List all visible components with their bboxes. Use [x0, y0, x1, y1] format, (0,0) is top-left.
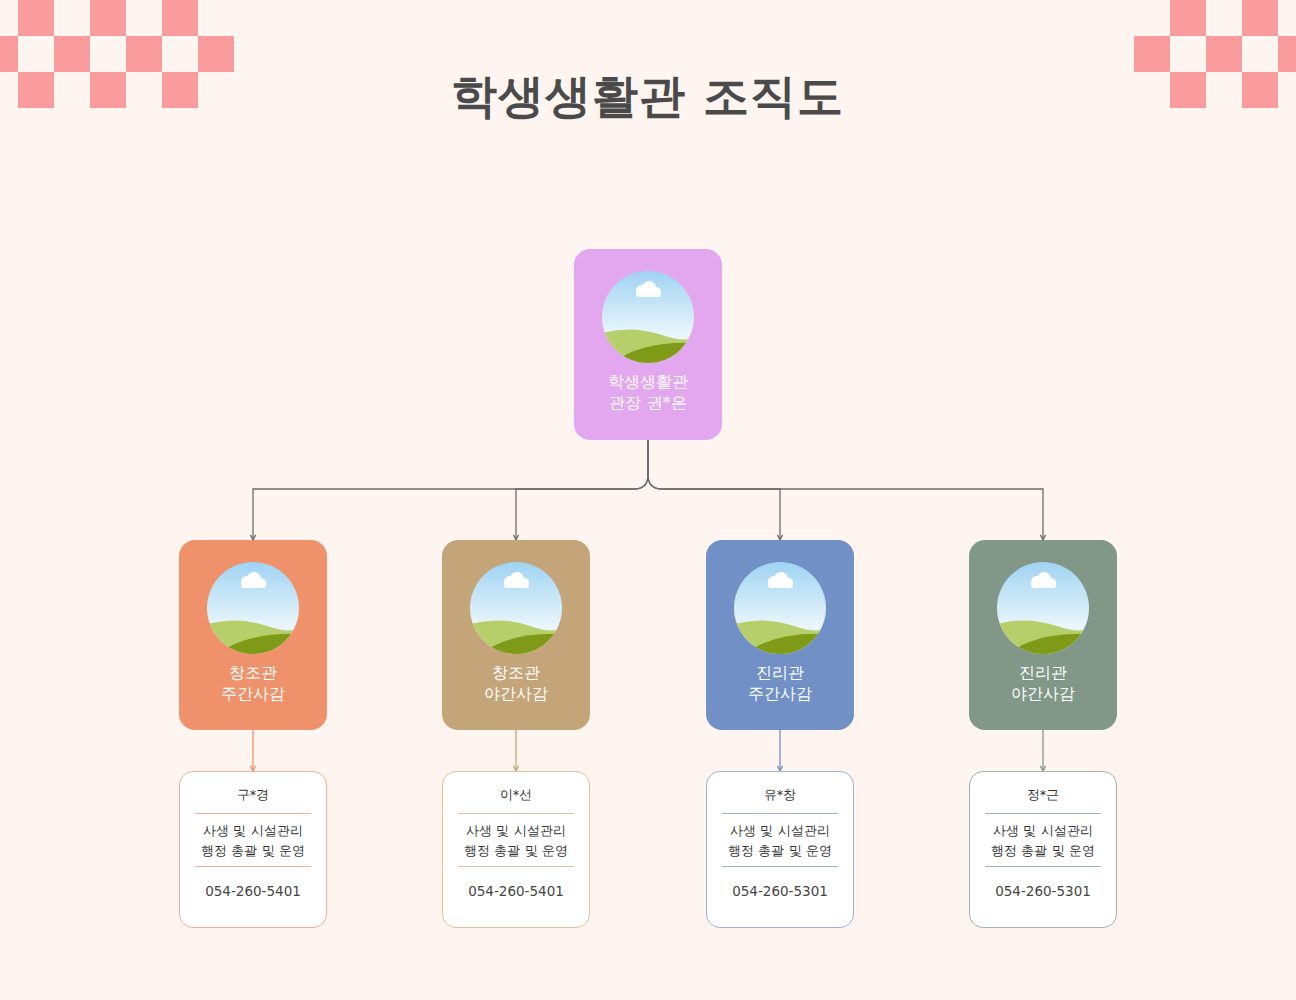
connector	[253, 440, 648, 540]
role-label: 진리관 야간사감	[993, 662, 1092, 704]
duty-text: 사생 및 시설관리 행정 총괄 및 운영	[458, 813, 574, 867]
staff-card: 유*창사생 및 시설관리 행정 총괄 및 운영 054-260-5301	[706, 771, 854, 928]
staff-name: 정*근	[1027, 786, 1060, 804]
photo-placeholder	[997, 562, 1089, 654]
duty-text: 사생 및 시설관리 행정 총괄 및 운영	[985, 813, 1101, 867]
connector	[779, 730, 780, 771]
photo-placeholder	[470, 562, 562, 654]
chart-title: 학생생활관 조직도	[0, 66, 1296, 128]
staff-card: 정*근사생 및 시설관리 행정 총괄 및 운영 054-260-5301	[969, 771, 1117, 928]
photo-placeholder	[207, 562, 299, 654]
duty-text: 사생 및 시설관리 행정 총괄 및 운영	[722, 813, 838, 867]
role-box: 진리관 야간사감	[969, 540, 1117, 730]
staff-name: 유*창	[764, 786, 797, 804]
duty-text: 사생 및 시설관리 행정 총괄 및 운영	[195, 813, 311, 867]
phone-number: 054-260-5401	[205, 882, 301, 900]
role-label: 학생생활관 관장 권*은	[598, 371, 697, 413]
staff-name: 이*선	[500, 786, 533, 804]
staff-card: 이*선사생 및 시설관리 행정 총괄 및 운영 054-260-5401	[442, 771, 590, 928]
role-label: 창조관 야간사감	[466, 662, 565, 704]
role-box: 창조관 주간사감	[179, 540, 327, 730]
phone-number: 054-260-5301	[732, 882, 828, 900]
photo-placeholder	[734, 562, 826, 654]
role-label: 창조관 주간사감	[203, 662, 302, 704]
photo-placeholder	[602, 271, 694, 363]
role-box: 진리관 주간사감	[706, 540, 854, 730]
connector	[1042, 730, 1043, 771]
connector	[516, 440, 648, 540]
role-box: 창조관 야간사감	[442, 540, 590, 730]
staff-name: 구*경	[237, 786, 270, 804]
staff-card: 구*경사생 및 시설관리 행정 총괄 및 운영 054-260-5401	[179, 771, 327, 928]
connector	[648, 440, 1043, 540]
role-box: 학생생활관 관장 권*은	[574, 249, 722, 440]
phone-number: 054-260-5301	[995, 882, 1091, 900]
connector	[252, 730, 253, 771]
phone-number: 054-260-5401	[468, 882, 564, 900]
connector	[648, 440, 780, 540]
role-label: 진리관 주간사감	[730, 662, 829, 704]
connector	[515, 730, 516, 771]
